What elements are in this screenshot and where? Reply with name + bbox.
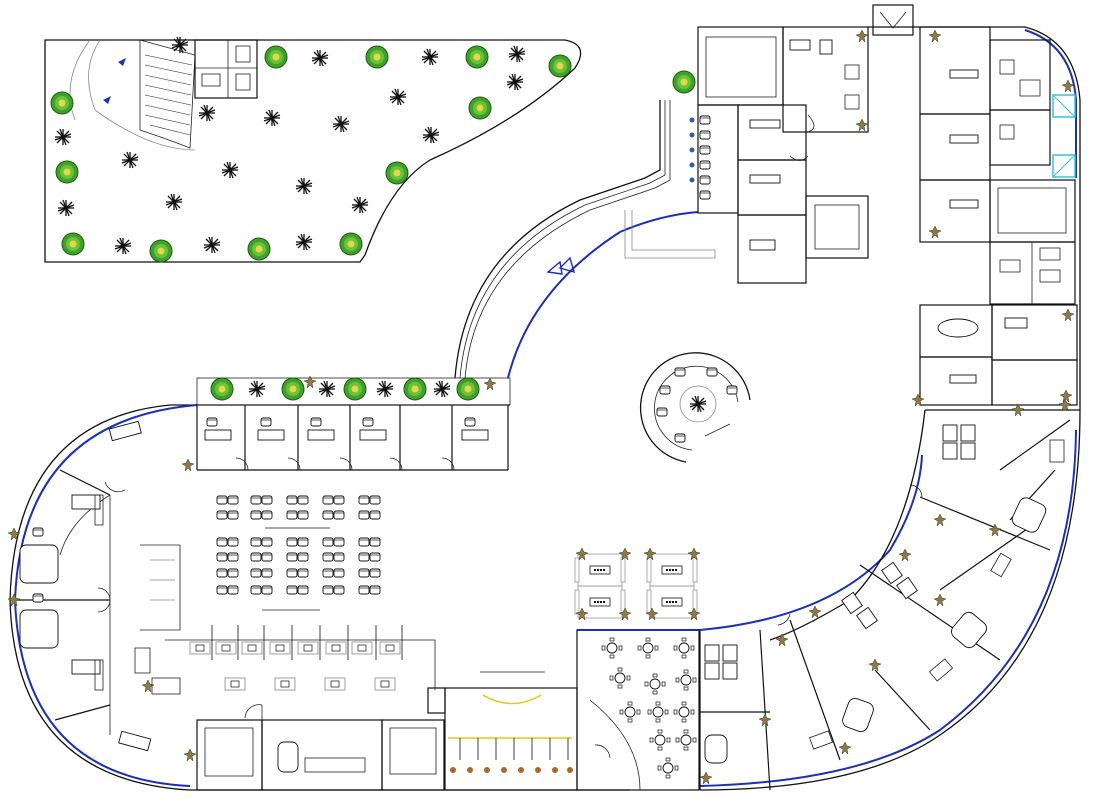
curved-corridor <box>454 100 699 379</box>
garden-stair <box>103 39 196 149</box>
entrance-chairs <box>699 115 711 200</box>
landscape-garden <box>44 36 582 263</box>
bottom-right-wing <box>699 393 1081 791</box>
bottom-rooms <box>196 454 923 791</box>
seating-hall <box>134 495 436 695</box>
garden-restroom <box>194 39 258 99</box>
left-curved-wing <box>7 375 630 791</box>
central-feature <box>639 352 751 463</box>
right-office-wing <box>919 26 1081 410</box>
top-center-offices <box>624 4 920 284</box>
